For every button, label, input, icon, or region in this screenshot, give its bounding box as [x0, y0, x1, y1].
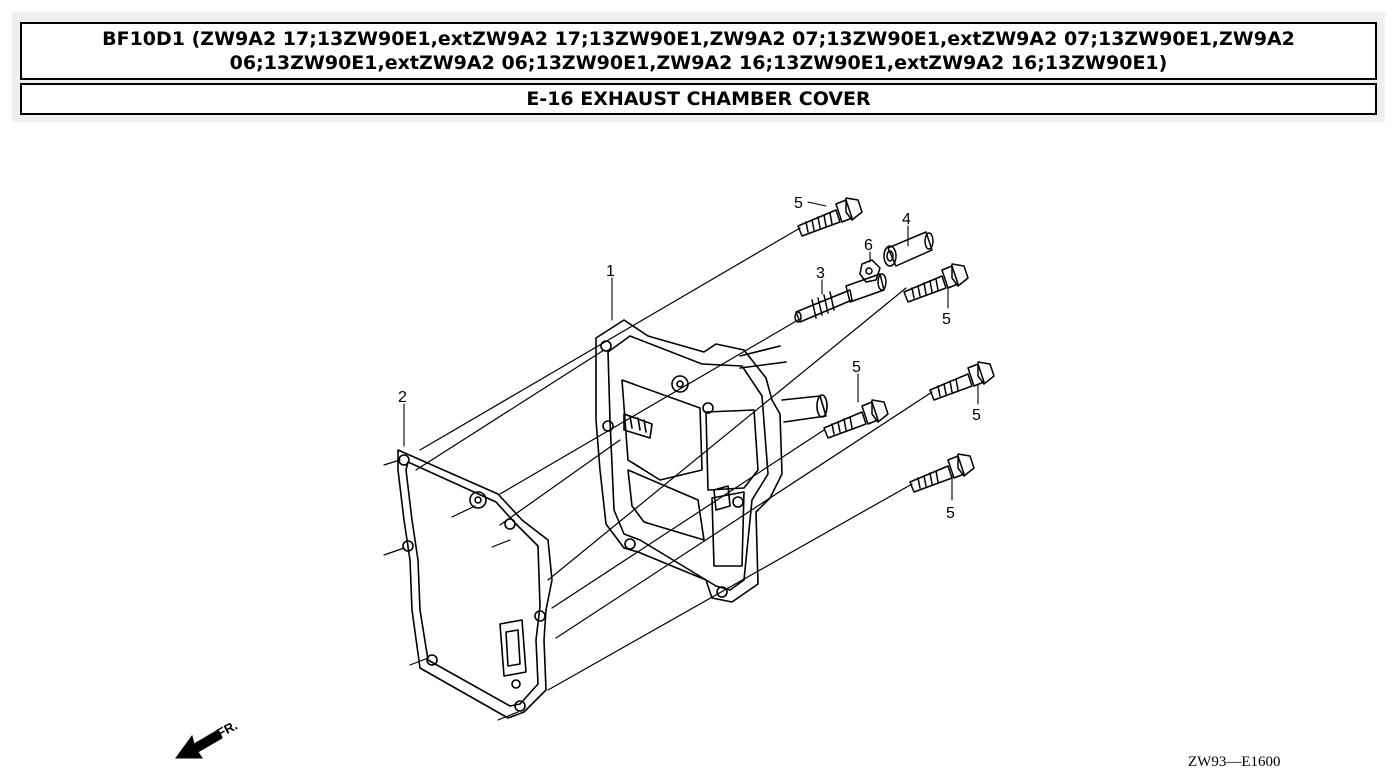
callout-5-middle: 5 [852, 359, 861, 376]
header: BF10D1 (ZW9A2 17;13ZW90E1,extZW9A2 17;13… [12, 12, 1385, 122]
nut-part-6 [859, 259, 881, 283]
callout-5-top: 5 [794, 195, 803, 212]
callout-5-lower: 5 [946, 505, 955, 522]
callout-2: 2 [398, 389, 407, 406]
cover-part-1 [595, 319, 828, 603]
bolt-lower-right [909, 453, 975, 493]
bolt-middle [823, 399, 889, 439]
callout-6: 6 [864, 237, 873, 254]
sleeve-part-4 [883, 231, 934, 267]
bolt-top [797, 197, 863, 237]
page-title: BF10D1 (ZW9A2 17;13ZW90E1,extZW9A2 17;13… [20, 22, 1377, 80]
drawing-code: ZW93—E1600 [1188, 754, 1280, 770]
callout-1: 1 [606, 263, 615, 280]
bolt-upper-right [903, 263, 969, 303]
callout-5-upper: 5 [942, 311, 951, 328]
callout-3: 3 [816, 265, 825, 282]
bolt-middle-right [929, 361, 995, 401]
callout-4: 4 [902, 211, 911, 228]
section-title: E-16 EXHAUST CHAMBER COVER [20, 83, 1377, 115]
gasket-part-2 [397, 449, 553, 719]
stud-part-3 [794, 273, 887, 323]
leader-lines [403, 201, 979, 501]
callout-5-right: 5 [972, 407, 981, 424]
front-direction-arrow: FR. [175, 718, 240, 759]
